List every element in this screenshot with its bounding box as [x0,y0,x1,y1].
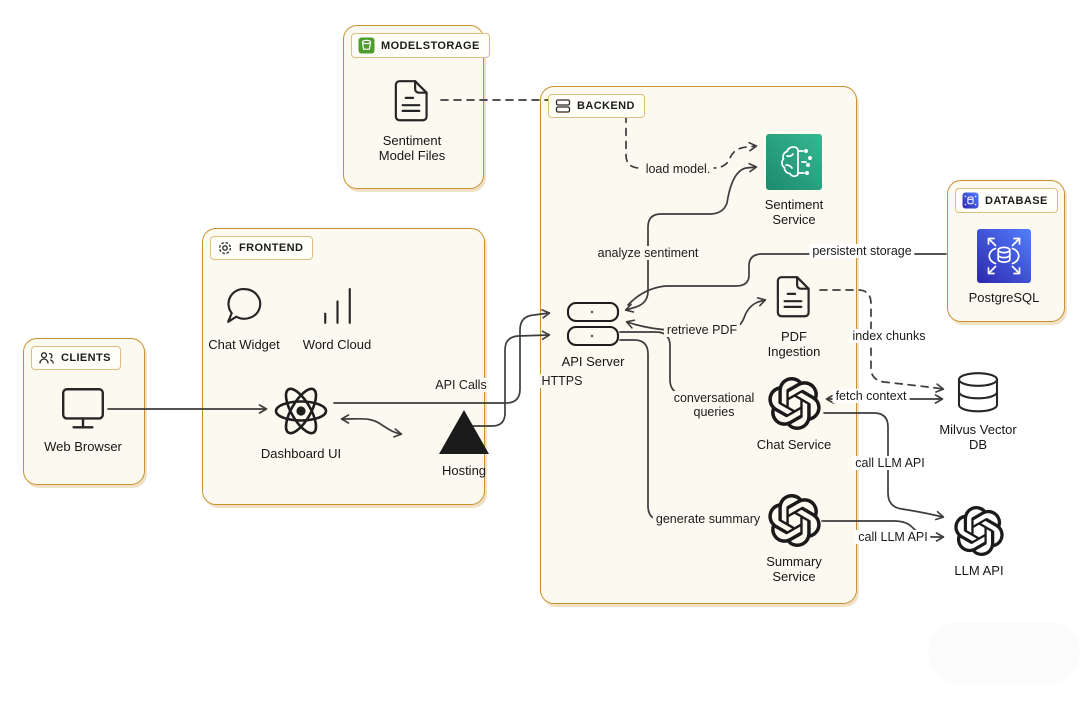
badge-backend[interactable]: BACKEND [548,94,645,118]
node-sentiment-model-files[interactable]: Sentiment Model Files [352,76,472,164]
badge-database[interactable]: DATABASE [955,188,1058,213]
node-llm-api-label: LLM API [954,563,1004,578]
vercel-triangle-icon [439,410,489,454]
edge-label-analyze-sentiment: analyze sentiment [594,246,702,260]
edge-label-retrieve-pdf: retrieve PDF [663,323,741,337]
node-chat-service-label: Chat Service [756,437,832,452]
react-icon [274,387,328,435]
openai-icon [954,506,1004,556]
edge-label-generate-summary: generate summary [652,512,764,526]
rds-database-icon [977,229,1031,283]
node-chat-widget-label: Chat Widget [208,337,280,352]
node-word-cloud-label: Word Cloud [302,337,372,352]
edge-label-call-llm-api-1: call LLM API [852,456,928,470]
node-summary-service-label: Summary Service [766,554,822,585]
bar-chart-icon [323,288,351,324]
badge-backend-label: BACKEND [577,100,635,112]
database-cylinder-icon [957,372,999,413]
badge-database-label: DATABASE [985,194,1048,207]
node-milvus-vector-db[interactable]: Milvus Vector DB [918,371,1038,453]
edge-label-persistent-storage: persistent storage [809,244,915,258]
edge-chat-call-llm [823,412,945,521]
node-api-server-label: API Server [561,354,625,369]
users-icon [39,352,54,364]
node-pdf-ingestion[interactable]: PDF Ingestion [734,272,854,360]
node-hosting-label: Hosting [441,463,487,478]
node-sentiment-model-files-label: Sentiment Model Files [378,133,446,164]
chat-bubble-icon [226,288,261,323]
node-web-browser[interactable]: Web Browser [23,384,143,454]
document-icon [394,80,428,122]
node-hosting[interactable]: Hosting [409,408,519,478]
badge-clients-label: CLIENTS [61,352,111,364]
monitor-icon [62,388,104,429]
node-postgresql[interactable]: PostgreSQL [944,229,1064,305]
node-sentiment-service-label: Sentiment Service [764,197,824,228]
badge-modelstorage-label: MODELSTORAGE [381,39,480,52]
edge-api-calls [333,309,551,404]
openai-icon [767,377,821,430]
edge-label-fetch-context: fetch context [832,389,910,403]
edge-label-index-chunks: index chunks [849,329,929,343]
node-milvus-vector-db-label: Milvus Vector DB [939,422,1017,453]
edge-label-api-calls: API Calls [432,378,490,392]
node-dashboard-ui-label: Dashboard UI [260,446,342,461]
server-stack-icon [555,99,571,113]
edge-index-chunks [819,289,945,393]
node-web-browser-label: Web Browser [44,439,122,454]
s3-bucket-icon [358,37,375,54]
node-llm-api[interactable]: LLM API [919,506,1039,578]
openai-icon [767,494,821,547]
badge-modelstorage[interactable]: MODELSTORAGE [351,33,490,58]
node-dashboard-ui[interactable]: Dashboard UI [241,383,361,461]
edge-persistent-storage [627,253,947,306]
node-postgresql-label: PostgreSQL [968,290,1040,305]
edge-https [463,330,551,427]
node-sentiment-service[interactable]: Sentiment Service [734,134,854,228]
sagemaker-brain-icon [766,134,822,190]
edge-label-load-model: load model. [642,162,714,176]
node-api-server[interactable]: API Server [538,301,648,369]
badge-frontend[interactable]: FRONTEND [210,236,314,260]
node-word-cloud[interactable]: Word Cloud [282,283,392,352]
badge-clients[interactable]: CLIENTS [31,346,121,370]
node-summary-service[interactable]: Summary Service [734,494,854,585]
document-icon [776,276,810,318]
edge-label-conversational-queries: conversational queries [670,391,758,419]
edge-dashboard-hosting [340,414,403,438]
badge-frontend-label: FRONTEND [239,242,304,254]
group-frontend[interactable] [202,228,485,505]
node-chat-service[interactable]: Chat Service [734,377,854,452]
edge-label-https: HTTPS [538,374,586,388]
gear-icon [218,241,232,255]
node-chat-widget[interactable]: Chat Widget [189,283,299,352]
server-icon [566,301,620,347]
rds-small-icon [962,192,979,209]
watermark [928,622,1080,684]
node-pdf-ingestion-label: PDF Ingestion [767,329,821,360]
edge-label-call-llm-api-2: call LLM API [855,530,931,544]
